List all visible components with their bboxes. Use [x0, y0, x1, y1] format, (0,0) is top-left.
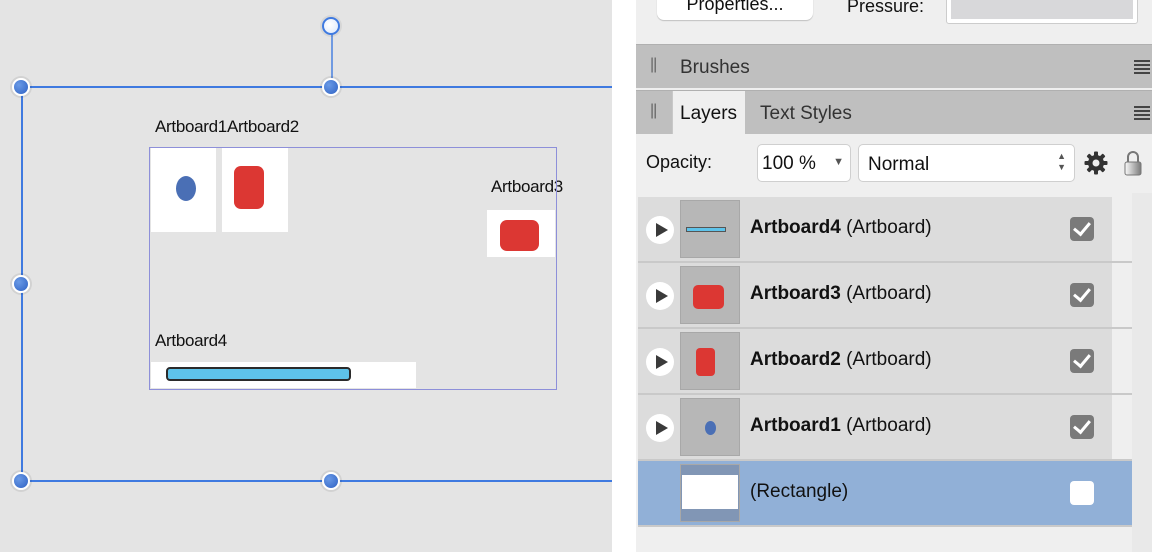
pressure-label: Pressure:	[847, 0, 925, 16]
layer-label: (Rectangle)	[750, 481, 849, 502]
resize-handle-middle-left[interactable]	[12, 275, 30, 293]
expand-triangle-icon[interactable]	[646, 216, 674, 244]
selection-top-edge	[21, 86, 612, 88]
blend-mode-select[interactable]: Normal ▲▼	[858, 144, 1075, 182]
resize-handle-top-left[interactable]	[12, 78, 30, 96]
layer-label: Artboard1 (Artboard)	[750, 415, 932, 436]
artboard3-label[interactable]: Artboard3	[491, 177, 563, 196]
layers-list: Artboard4 (Artboard) Artboard3 (Artboard…	[636, 193, 1152, 552]
layers-scrollbar-track[interactable]	[1132, 193, 1152, 552]
layer-row-rectangle[interactable]: (Rectangle)	[638, 459, 1132, 525]
cyan-bar-shape[interactable]	[166, 367, 351, 381]
layer-row-artboard4[interactable]: Artboard4 (Artboard)	[638, 197, 1132, 261]
rotation-handle[interactable]	[322, 17, 340, 35]
artboards-group-outline	[149, 147, 557, 390]
layer-thumbnail	[680, 266, 740, 324]
visibility-checkbox[interactable]	[1070, 217, 1094, 241]
properties-button[interactable]: Properties...	[657, 0, 813, 20]
layer-label: Artboard3 (Artboard)	[750, 283, 932, 304]
resize-handle-top-middle[interactable]	[322, 78, 340, 96]
drag-grip-icon[interactable]: ||	[650, 56, 657, 73]
blue-ellipse-shape[interactable]	[176, 176, 196, 201]
opacity-value: 100 %	[762, 153, 816, 174]
artboard2[interactable]	[222, 148, 288, 232]
layer-label: Artboard4 (Artboard)	[750, 217, 932, 238]
layer-row-artboard3[interactable]: Artboard3 (Artboard)	[638, 261, 1132, 327]
expand-triangle-icon[interactable]	[646, 282, 674, 310]
layer-row-artboard1[interactable]: Artboard1 (Artboard)	[638, 393, 1132, 459]
visibility-checkbox[interactable]	[1070, 481, 1094, 505]
canvas[interactable]: Artboard1 Artboard2 Artboard3 Artboard4	[0, 0, 612, 552]
layer-row-artboard2[interactable]: Artboard2 (Artboard)	[638, 327, 1132, 393]
red-rounded-rect-shape[interactable]	[500, 220, 539, 251]
blend-mode-value: Normal	[868, 154, 930, 175]
visibility-checkbox[interactable]	[1070, 415, 1094, 439]
artboard3[interactable]	[487, 210, 555, 257]
artboard4-label[interactable]: Artboard4	[155, 331, 227, 350]
layer-thumbnail	[680, 398, 740, 456]
studio-panel: Properties... Pressure: || Brushes || La…	[636, 0, 1152, 552]
layer-thumbnail	[680, 200, 740, 258]
opacity-label: Opacity:	[646, 152, 713, 172]
visibility-checkbox[interactable]	[1070, 349, 1094, 373]
panel-gutter	[612, 0, 636, 552]
layers-list-bottom-divider	[638, 525, 1132, 527]
lock-icon[interactable]	[1124, 150, 1142, 176]
dropdown-arrow-icon: ▼	[833, 156, 844, 168]
resize-handle-bottom-left[interactable]	[12, 472, 30, 490]
artboard1[interactable]	[151, 148, 216, 232]
tab-layers[interactable]: Layers	[672, 91, 745, 134]
brushes-panel-header[interactable]: || Brushes	[636, 44, 1152, 88]
layer-thumbnail	[680, 464, 740, 522]
artboard4[interactable]	[151, 362, 416, 388]
stepper-arrows-icon: ▲▼	[1057, 151, 1066, 172]
drag-grip-icon[interactable]: ||	[650, 102, 657, 119]
gear-icon[interactable]	[1084, 151, 1108, 175]
opacity-dropdown[interactable]: 100 % ▼	[757, 144, 851, 182]
layers-panel-header: || Layers Text Styles	[636, 90, 1152, 134]
rotation-stem	[331, 34, 333, 88]
layer-label: Artboard2 (Artboard)	[750, 349, 932, 370]
red-rounded-rect-shape[interactable]	[234, 166, 264, 209]
expand-triangle-icon[interactable]	[646, 348, 674, 376]
tab-layers-label: Layers	[680, 103, 738, 124]
panel-menu-icon[interactable]	[1134, 106, 1150, 122]
brushes-title[interactable]: Brushes	[680, 57, 750, 78]
panel-menu-icon[interactable]	[1134, 60, 1150, 76]
layer-thumbnail	[680, 332, 740, 390]
selection-bottom-edge	[21, 480, 612, 482]
artboard1-label[interactable]: Artboard1	[155, 117, 227, 136]
expand-triangle-icon[interactable]	[646, 414, 674, 442]
pressure-curve-field[interactable]	[946, 0, 1138, 24]
resize-handle-bottom-middle[interactable]	[322, 472, 340, 490]
artboard2-label[interactable]: Artboard2	[227, 117, 299, 136]
tab-text-styles[interactable]: Text Styles	[760, 103, 852, 124]
visibility-checkbox[interactable]	[1070, 283, 1094, 307]
